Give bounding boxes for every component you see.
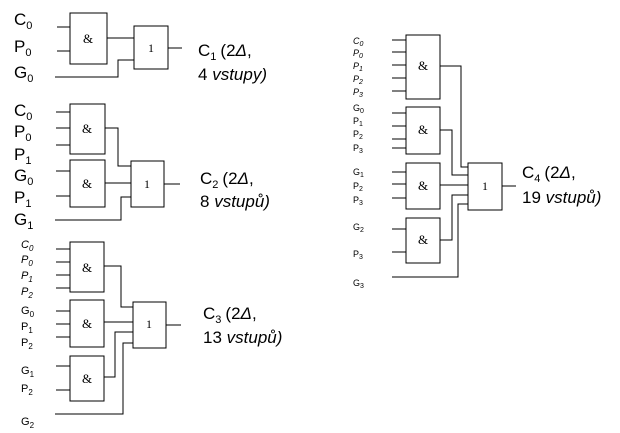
c1-or-gate: 1 <box>133 25 169 70</box>
c3-and-gate-2: & <box>69 299 105 348</box>
svg-text:&: & <box>418 58 428 73</box>
c3-input-p1b: P1 <box>21 321 33 335</box>
c1-circuit: C0 P0 G0 & 1 C1(2Δ, 4 vstupy) <box>14 10 267 85</box>
c1-inputs-count: 4 vstupy) <box>198 65 267 84</box>
c3-input-p0: P0 <box>21 254 33 268</box>
svg-text:&: & <box>82 371 92 386</box>
svg-text:&: & <box>418 122 428 137</box>
c2-and-gate-2: & <box>69 159 106 208</box>
c2-input-p0: P0 <box>14 122 31 144</box>
c2-input-g1: G1 <box>14 210 33 232</box>
c3-circuit: C0 P0 P1 P2 G0 P1 P2 G1 P2 G2 & & & 1 C3… <box>21 239 282 430</box>
c4-input-p2: P2 <box>353 74 363 86</box>
c4-and-gate-2: & <box>405 106 441 155</box>
c4-input-g2: G2 <box>353 222 364 234</box>
c3-input-p2c: P2 <box>21 383 33 397</box>
c3-input-p1: P1 <box>21 270 33 284</box>
c1-input-g0: G0 <box>14 63 33 85</box>
svg-text:&: & <box>418 178 428 193</box>
c3-inputs-count: 13 vstupů) <box>203 328 282 347</box>
svg-text:1: 1 <box>146 317 152 331</box>
svg-text:&: & <box>82 316 92 331</box>
c2-and-gate-1: & <box>69 103 106 155</box>
c4-or-gate: 1 <box>467 162 503 211</box>
c2-input-p1b: P1 <box>14 188 31 210</box>
c4-input-p1b: P1 <box>353 116 363 128</box>
c4-and-gate-3: & <box>405 162 441 210</box>
c3-label: C3(2Δ, <box>203 304 257 326</box>
c3-wires <box>55 248 181 415</box>
c2-input-g0: G0 <box>14 166 33 188</box>
c2-inputs-count: 8 vstupů) <box>200 192 270 211</box>
c4-input-p2c: P2 <box>353 181 363 193</box>
svg-text:1: 1 <box>482 179 488 193</box>
c3-and-gate-3: & <box>69 355 105 402</box>
c4-input-p3c: P3 <box>353 195 363 207</box>
c4-input-p3d: P3 <box>353 249 363 261</box>
c4-input-p3: P3 <box>353 87 363 99</box>
c2-input-p1: P1 <box>14 145 31 167</box>
svg-text:&: & <box>418 232 428 247</box>
c4-input-p1: P1 <box>353 61 363 73</box>
c4-wires <box>392 39 516 278</box>
c4-and-gate-4: & <box>405 217 441 264</box>
c4-input-c0: C0 <box>353 36 364 48</box>
c3-input-g1: G1 <box>21 365 35 379</box>
c1-input-c0: C0 <box>14 10 32 32</box>
c2-label: C2(2Δ, <box>200 169 254 191</box>
c3-input-c0: C0 <box>21 239 34 253</box>
c3-input-g0: G0 <box>21 305 35 319</box>
c4-input-g1: G1 <box>353 167 364 179</box>
svg-text:&: & <box>82 176 92 191</box>
c4-circuit: C0 P0 P1 P2 P3 G0 P1 P2 P3 G1 P2 P3 G2 P… <box>353 34 601 290</box>
c1-label: C1(2Δ, <box>198 41 252 63</box>
c4-label: C4(2Δ, <box>522 163 576 185</box>
c3-or-gate: 1 <box>132 301 167 349</box>
c2-or-gate: 1 <box>130 160 165 208</box>
svg-text:1: 1 <box>148 41 154 55</box>
c4-inputs-count: 19 vstupů) <box>522 188 601 207</box>
c2-circuit: C0 P0 P1 G0 P1 G1 & & 1 C2(2Δ, 8 vstupů) <box>14 101 270 232</box>
svg-text:&: & <box>83 31 93 46</box>
c3-input-g2: G2 <box>21 416 35 430</box>
c4-input-g3: G3 <box>353 278 364 290</box>
svg-text:&: & <box>82 260 92 275</box>
c1-input-p0: P0 <box>14 37 31 59</box>
svg-text:1: 1 <box>144 177 150 191</box>
c4-input-p2b: P2 <box>353 129 363 141</box>
c4-input-p3b: P3 <box>353 143 363 155</box>
c2-wires <box>55 111 180 221</box>
c1-wires <box>55 26 182 78</box>
c2-input-c0: C0 <box>14 101 32 123</box>
c3-input-p2: P2 <box>21 286 33 300</box>
c4-input-g0: G0 <box>353 103 364 115</box>
c1-and-gate: & <box>69 12 108 65</box>
svg-text:&: & <box>82 121 92 136</box>
c4-input-p0: P0 <box>353 48 363 60</box>
c3-input-p2b: P2 <box>21 337 33 351</box>
c3-and-gate-1: & <box>69 241 105 293</box>
c4-and-gate-1: & <box>405 34 441 100</box>
